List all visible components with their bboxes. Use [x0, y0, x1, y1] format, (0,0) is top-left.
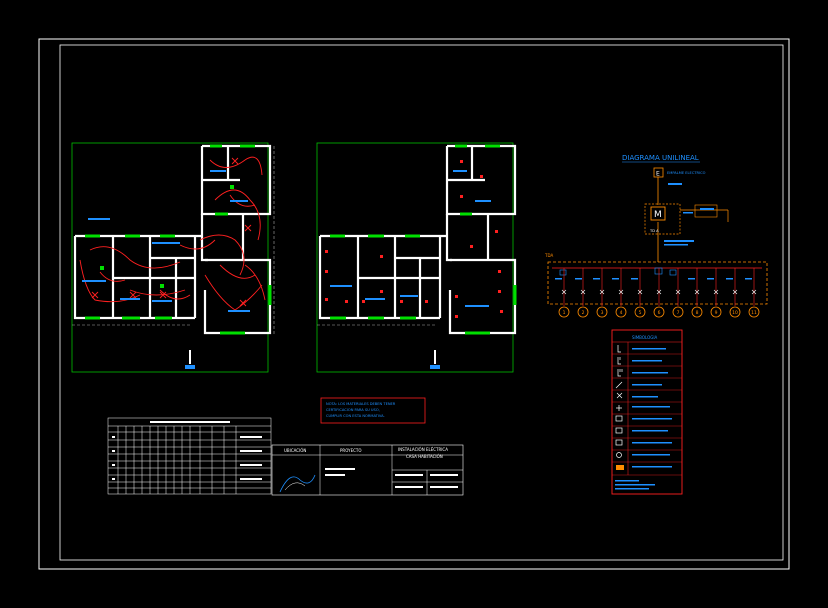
- circuit-9: 9: [715, 310, 718, 316]
- title-block-proyecto: PROYECTO: [340, 448, 361, 453]
- circuit-8: 8: [696, 310, 699, 316]
- circuit-1: 1: [563, 310, 566, 316]
- circuit-4: 4: [620, 310, 623, 316]
- outer-frame: [38, 38, 790, 570]
- floor-plan-first: [71, 142, 275, 373]
- circuit-3: 3: [601, 310, 604, 316]
- note-line-3: CUMPLIR CON ESTA NORMATIVA.: [326, 414, 385, 418]
- title-block: UBICACIÓN PROYECTO INSTALACIÓN ELÉCTRICA…: [271, 444, 464, 496]
- empalme-letter: E: [656, 171, 660, 178]
- note-line-2: CERTIFICACION PARA SU USO,: [326, 408, 380, 412]
- distribution-panel: [547, 261, 768, 305]
- panel-text-tda: TDA: [544, 253, 553, 258]
- empalme-label: EMPALME ELECTRICO: [667, 171, 706, 175]
- meter-letter: M: [654, 210, 662, 220]
- title-block-ubicacion: UBICACIÓN: [284, 448, 306, 453]
- empalme-symbol: [653, 167, 664, 178]
- circuit-5: 5: [639, 310, 642, 316]
- floor-plan-second: [316, 142, 517, 373]
- inner-frame: [59, 44, 784, 561]
- circuit-7: 7: [677, 310, 680, 316]
- legend-title: SIMBOLOGIA: [632, 335, 658, 340]
- circuit-10: 10: [732, 310, 738, 316]
- single-line-diagram: DIAGRAMA UNILINEAL E EMPALME ELECTRICO M…: [544, 154, 768, 318]
- meter-symbol: [650, 206, 666, 221]
- quantity-table: [107, 417, 272, 495]
- circuit-2: 2: [582, 310, 585, 316]
- tablero-label: TD A: [649, 229, 659, 233]
- circuit-11: 11: [751, 310, 757, 316]
- title-block-title-1: INSTALACIÓN ELÉCTRICA: [398, 447, 448, 452]
- title-block-title-2: CASA HABITACIÓN: [406, 454, 443, 459]
- legend-box: SIMBOLOGIA: [611, 329, 683, 495]
- unifilar-title: DIAGRAMA UNILINEAL: [622, 154, 699, 162]
- circuit-6: 6: [658, 310, 661, 316]
- note-box: NOTA: LOS MATERIALES DEBEN TENER CERTIFI…: [320, 397, 426, 424]
- note-line-1: NOTA: LOS MATERIALES DEBEN TENER: [326, 402, 396, 406]
